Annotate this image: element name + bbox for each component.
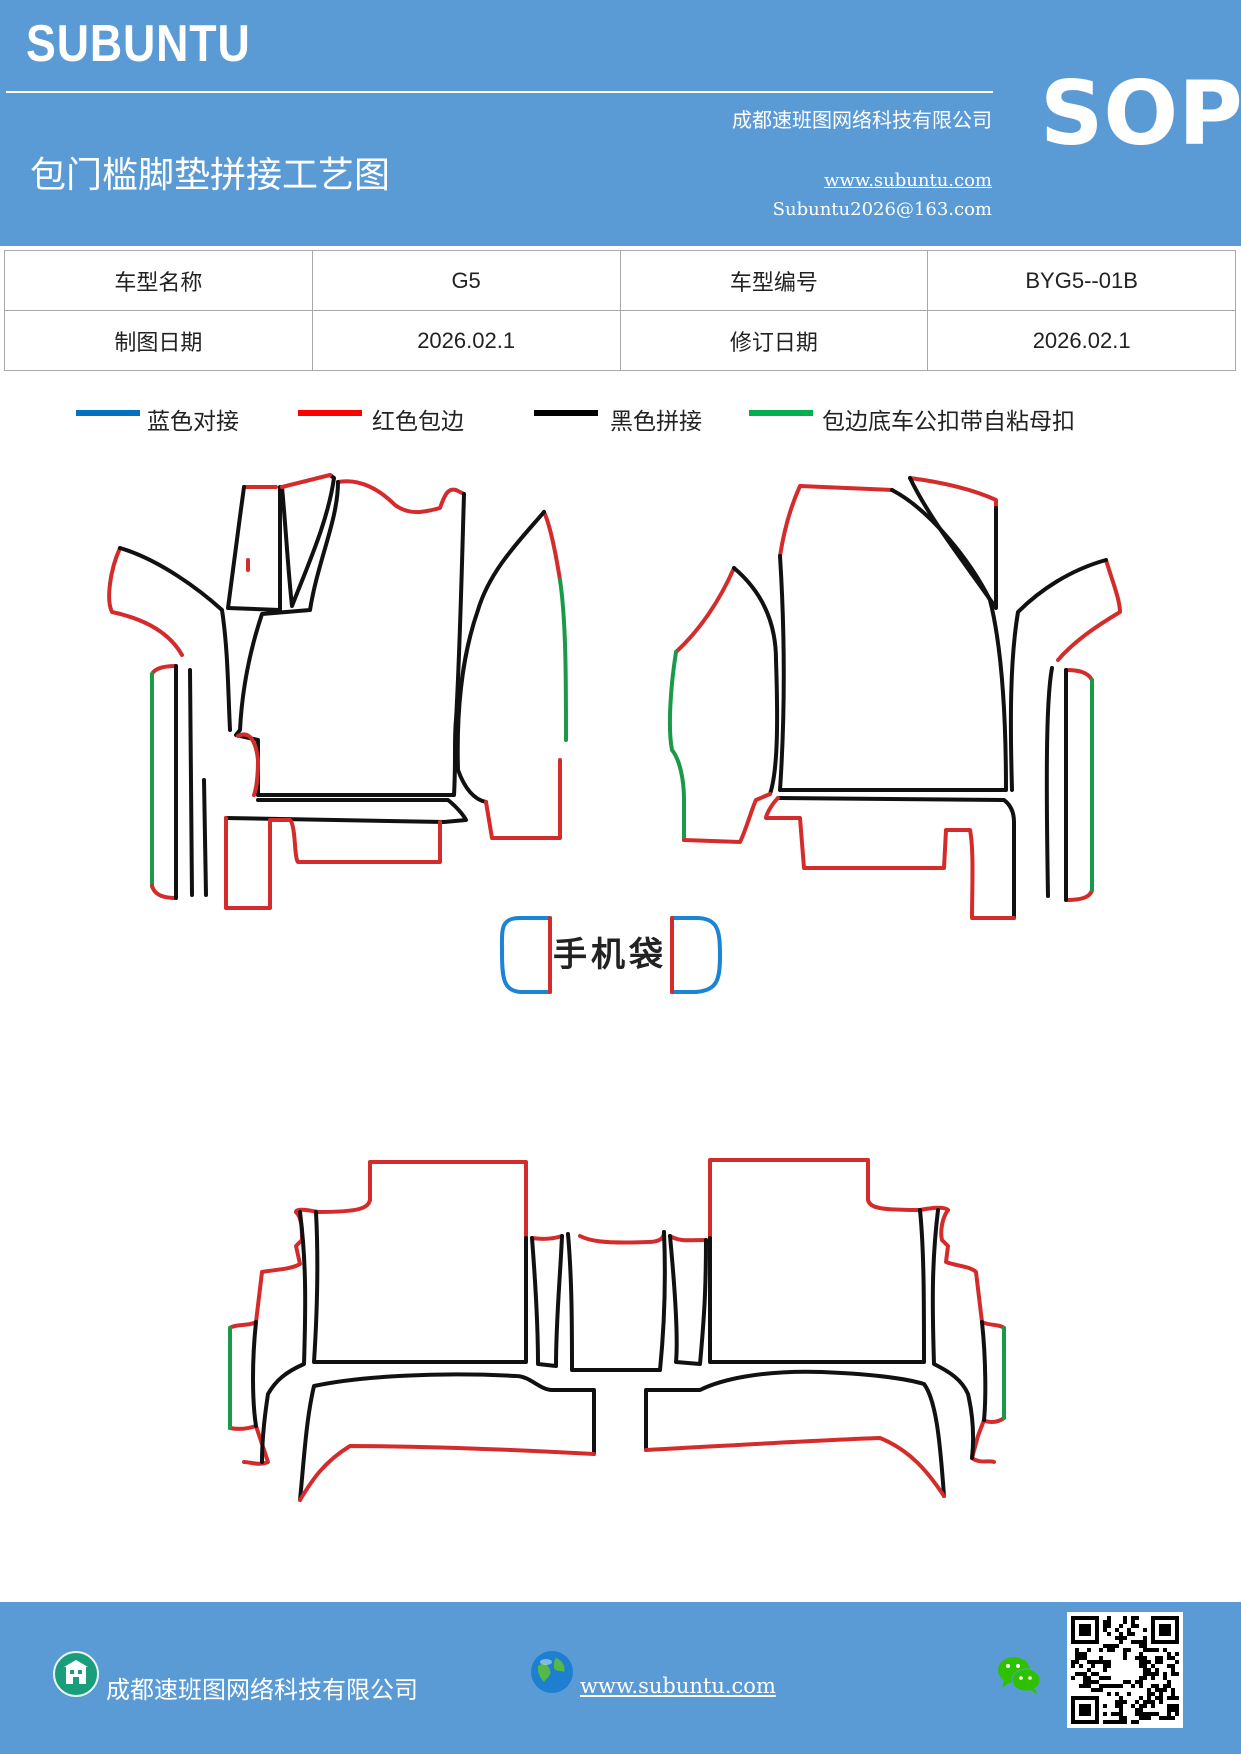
mat-front-left-main-top — [336, 479, 466, 515]
mat-front-left-narrow-edge — [280, 473, 332, 489]
mat-rear-left-main-edge — [294, 1160, 528, 1240]
mat-rear-right-outer-edge — [939, 1208, 1006, 1464]
globe-icon — [531, 1651, 573, 1693]
mat-rear-center-edge — [530, 1230, 708, 1245]
table-cell-label: 修订日期 — [619, 310, 929, 371]
qr-code-graphic — [1071, 1616, 1179, 1724]
mat-front-left-rear-seam — [455, 510, 546, 804]
table-cell-value: 2026.02.1 — [311, 310, 621, 371]
info-table: 车型名称 G5 车型编号 BYG5--01B 制图日期 2026.02.1 修订… — [4, 250, 1236, 371]
building-icon — [53, 1651, 99, 1697]
header-company: 成都速班图网络科技有限公司 — [732, 108, 992, 132]
mat-front-left-main-seam — [234, 480, 466, 797]
phone-bag-left-butt — [499, 916, 552, 994]
mat-rear-left-outer-edge — [228, 1210, 304, 1466]
mat-front-right-strip-seam — [1044, 666, 1068, 902]
mat-front-left-rear-edge — [542, 510, 562, 582]
table-cell-value: BYG5--01B — [927, 250, 1236, 311]
color-legend: 蓝色对接 红色包边 黑色拼接 包边底车公扣带自粘母扣 — [0, 400, 1241, 440]
mat-front-right-panel-bottom — [682, 792, 772, 844]
mat-front-right-panel-edge — [674, 566, 736, 654]
mat-front-left-bottom-edge — [224, 816, 442, 910]
mat-front-right-main-edge — [778, 476, 998, 558]
front-left-mats — [107, 473, 568, 910]
mat-front-left-rear-bottom — [484, 758, 562, 840]
legend-label: 包边底车公扣带自粘母扣 — [822, 409, 1075, 435]
mat-rear-right-seam — [708, 1208, 988, 1460]
wechat-icon — [998, 1657, 1041, 1694]
mat-front-right-bottom-edge — [764, 796, 1016, 920]
table-row: 车型名称 G5 车型编号 BYG5--01B — [4, 250, 1236, 311]
sop-label: SOP — [1040, 62, 1241, 165]
table-row: 制图日期 2026.02.1 修订日期 2026.02.1 — [4, 310, 1236, 371]
mat-front-left-strip — [150, 664, 178, 676]
mat-rear-center-seam — [530, 1230, 708, 1372]
mat-rear-right-bottom-edge — [644, 1436, 946, 1498]
legend-label: 蓝色对接 — [147, 409, 239, 435]
legend-swatch — [76, 410, 140, 416]
mat-front-right-panel-seam — [732, 566, 780, 796]
mat-front-left-pillar-seam — [226, 485, 282, 612]
phone-bag-label: 手机袋 — [553, 935, 667, 975]
mat-front-left-tab — [236, 732, 260, 797]
mat-front-right-outer-edge — [1056, 558, 1122, 662]
header-email: Subuntu2026@163.com — [772, 199, 992, 220]
mat-front-left-strip-seam — [174, 664, 208, 900]
mat-front-left-narrow — [280, 473, 336, 608]
mat-front-right-bottom-seam — [776, 796, 1016, 920]
footer-company: 成都速班图网络科技有限公司 — [106, 1676, 418, 1704]
mat-front-left-rear-velcro — [558, 578, 568, 742]
table-cell-label: 制图日期 — [4, 310, 313, 371]
table-cell-label: 车型编号 — [619, 250, 929, 311]
mat-rear-right-main-edge — [708, 1158, 950, 1240]
mat-front-right-main-seam — [778, 488, 1008, 792]
table-cell-label: 车型名称 — [4, 250, 313, 311]
mat-front-left-outer-seam — [118, 546, 232, 732]
mat-front-left-strip-bottom — [150, 884, 178, 900]
mat-rear-left-bottom-edge — [298, 1444, 596, 1502]
legend-swatch — [534, 410, 598, 416]
legend-swatch — [298, 410, 362, 416]
footer-banner: 成都速班图网络科技有限公司 www.subuntu.com — [0, 1602, 1241, 1754]
mat-front-right-strip-edge — [1064, 668, 1094, 902]
mat-rear-right-bottom-seam — [644, 1369, 946, 1498]
mat-front-left-pillar — [242, 485, 278, 572]
phone-bag-right-butt — [670, 916, 722, 994]
header-banner: SUBUNTU 成都速班图网络科技有限公司 包门槛脚垫拼接工艺图 www.sub… — [0, 0, 1241, 246]
mat-front-left-outer — [107, 546, 184, 657]
qr-code — [1067, 1612, 1183, 1728]
header-website-link[interactable]: www.subuntu.com — [824, 170, 992, 191]
mat-front-right-panel-velcro — [667, 650, 686, 842]
mat-rear-left-bottom-seam — [298, 1372, 596, 1502]
mat-front-left-bottom-seam — [224, 798, 468, 824]
header-divider — [6, 91, 993, 93]
table-cell-value: G5 — [311, 250, 621, 311]
phone-bag — [499, 916, 722, 994]
footer-website-link[interactable]: www.subuntu.com — [580, 1674, 776, 1698]
brand-logo: SUBUNTU — [26, 15, 251, 73]
legend-label: 黑色拼接 — [610, 409, 702, 435]
legend-label: 红色包边 — [372, 409, 464, 435]
mat-front-right-pillar — [908, 476, 998, 610]
front-right-mats — [667, 476, 1122, 920]
table-cell-value: 2026.02.1 — [927, 310, 1236, 371]
mat-rear-left-seam — [251, 1210, 528, 1464]
mat-front-right-outer-seam — [1008, 558, 1108, 792]
rear-mats — [228, 1158, 1006, 1502]
legend-swatch — [749, 410, 813, 416]
page-title: 包门槛脚垫拼接工艺图 — [30, 155, 391, 196]
